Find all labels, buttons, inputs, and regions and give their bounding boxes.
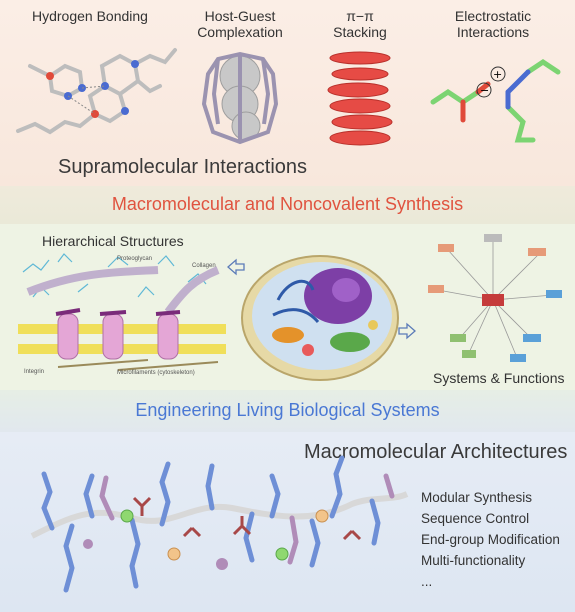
systems-functions-label: Systems & Functions <box>433 370 565 386</box>
electrostatic-molecule: − + <box>430 58 561 143</box>
list-item-multi-functionality: Multi-functionality <box>421 553 526 568</box>
proteoglycan-label: Proteoglycan <box>117 256 153 262</box>
label-hydrogen-bonding: Hydrogen Bonding <box>32 8 148 24</box>
label-pi-stacking: π−π Stacking <box>333 8 387 40</box>
hierarchical-title: Hierarchical Structures <box>42 233 184 249</box>
engineering-banner <box>0 390 575 432</box>
hydrogen-bonding-molecule <box>16 48 177 135</box>
right-arrow-icon <box>398 322 416 340</box>
list-item-modular-synthesis: Modular Synthesis <box>421 490 533 505</box>
collagen-label: Collagen <box>192 263 216 269</box>
cell-illustration <box>241 255 399 381</box>
left-arrow-icon <box>227 258 245 276</box>
pi-stacking-layers <box>327 51 393 146</box>
signaling-network <box>428 234 562 362</box>
feature-list: Modular Synthesis Sequence Control End-g… <box>421 487 560 592</box>
host-guest-cage <box>201 51 279 145</box>
architectures-title: Macromolecular Architectures <box>304 441 568 463</box>
membrane-diagram <box>18 253 226 371</box>
list-item-sequence-control: Sequence Control <box>421 511 530 526</box>
macromolecule-illustration <box>30 455 409 593</box>
microfilaments-label: Microfilaments (cytoskeleton) <box>117 370 195 376</box>
synthesis-banner <box>0 186 575 224</box>
list-item-ellipsis: ... <box>421 574 433 589</box>
supramolecular-title: Supramolecular Interactions <box>58 156 308 178</box>
svg-text:+: + <box>493 68 502 81</box>
engineering-heading: Engineering Living Biological Systems <box>135 400 440 420</box>
integrin-label: Integrin <box>24 369 45 375</box>
architectures-panel <box>0 432 575 612</box>
svg-text:−: − <box>480 84 489 97</box>
noncovalent-synthesis-heading: Macromolecular and Noncovalent Synthesis <box>111 194 464 214</box>
label-electrostatic: Electrostatic Interactions <box>454 8 532 40</box>
list-item-end-group-modification: End-group Modification <box>421 532 560 547</box>
label-host-guest: Host-Guest Complexation <box>197 8 283 40</box>
